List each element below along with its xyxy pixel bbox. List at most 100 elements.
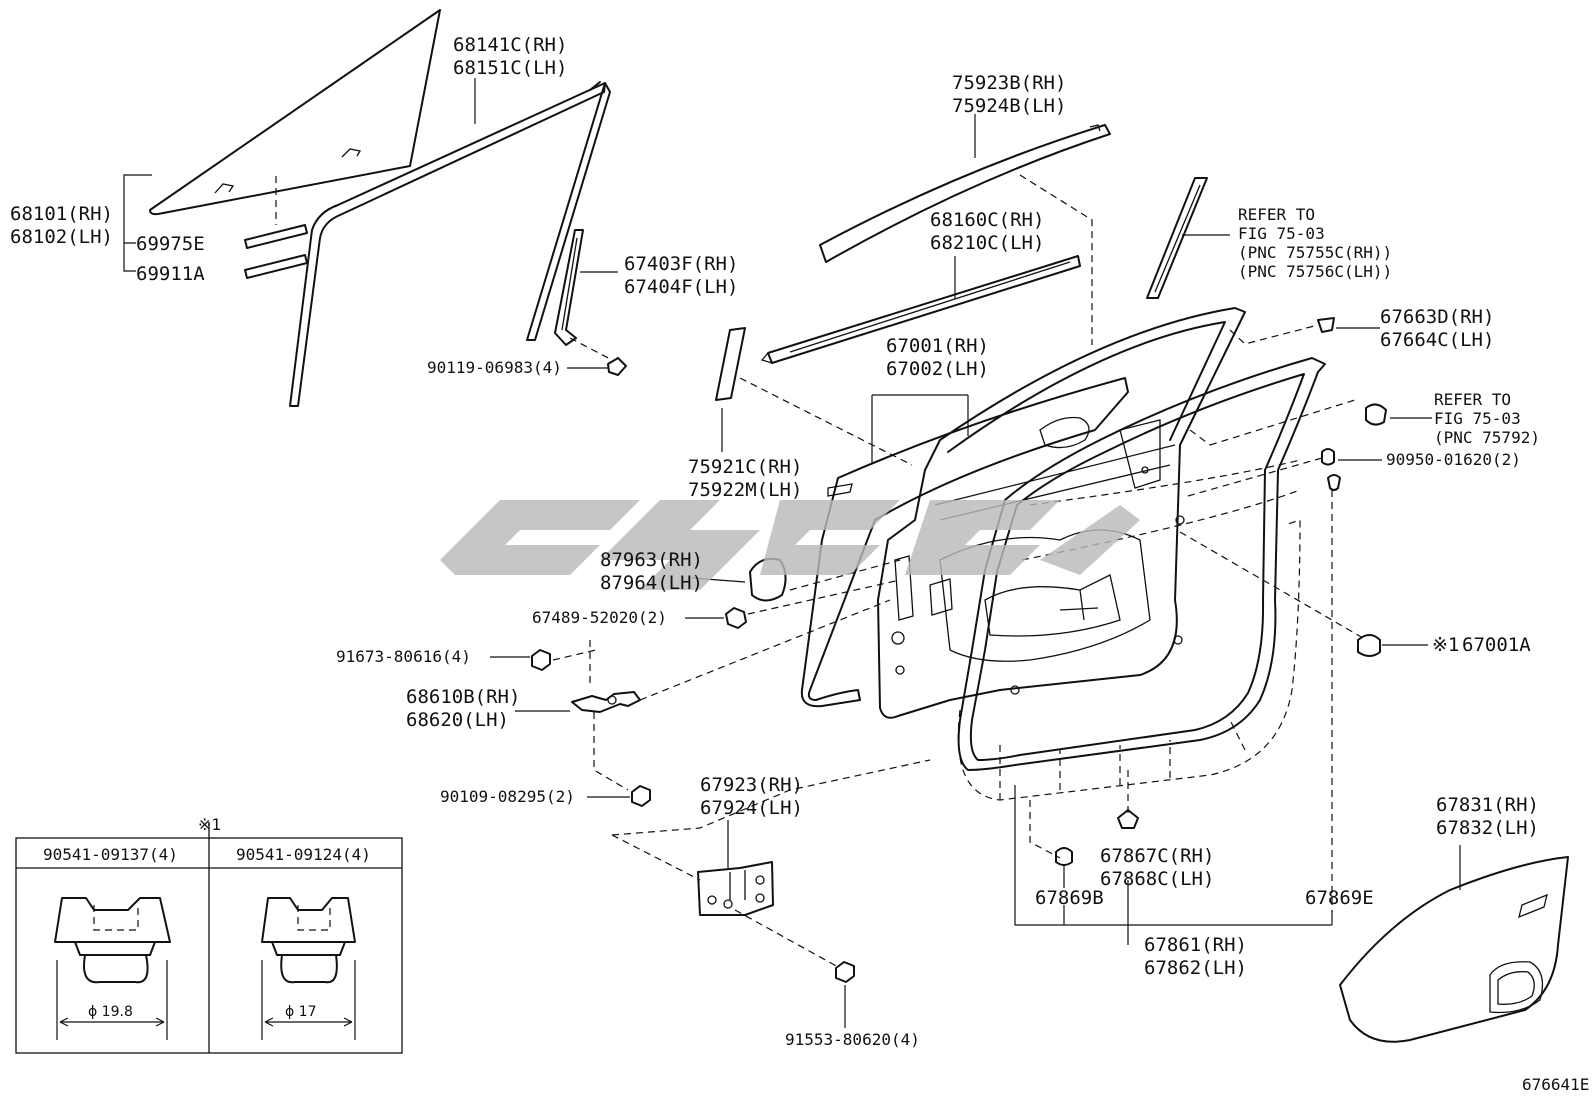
label-91673: 91673-80616(4): [336, 647, 471, 666]
dash-refer-b: [1189, 429, 1211, 446]
dash-hinge-left: [611, 834, 701, 881]
dash-91553: [734, 909, 841, 969]
weatherstrip: [957, 357, 1326, 771]
label-69975e: 69975E: [136, 233, 205, 255]
label-67831: 67831(RH): [1436, 794, 1539, 816]
belt-moulding: [760, 255, 1081, 364]
cushion-67001a-shape: [1357, 634, 1381, 657]
label-75924b: 75924B(LH): [952, 95, 1066, 117]
label-67923: 67923(RH): [700, 774, 803, 796]
label-91553: 91553-80620(4): [785, 1030, 920, 1049]
glass-channels: [244, 224, 308, 279]
label-note-mark-1: ※1: [1432, 634, 1459, 656]
dash-67663: [1229, 324, 1319, 345]
inset-clip-left: [54, 897, 171, 1040]
label-inset-mark: ※1: [198, 815, 221, 834]
label-67924: 67924(LH): [700, 797, 803, 819]
label-67664c: 67664C(LH): [1380, 329, 1494, 351]
dash-67001a: [1179, 531, 1364, 639]
label-67867c: 67867C(RH): [1100, 845, 1214, 867]
label-67002: 67002(LH): [886, 358, 989, 380]
label-67001: 67001(RH): [886, 335, 989, 357]
label-refer-b-3: (PNC 75792): [1434, 428, 1540, 447]
door-outer-panel: [800, 377, 1129, 708]
dash-90950: [1187, 457, 1323, 497]
bolt-90119-shape: [607, 357, 627, 376]
label-68610b: 68610B(RH): [406, 686, 520, 708]
bolt-91553-shape: [835, 961, 855, 983]
label-67489: 67489-52020(2): [532, 608, 667, 627]
inset-box: [15, 822, 403, 1054]
label-inset-left-title: 90541-09137(4): [43, 845, 178, 864]
label-68141c: 68141C(RH): [453, 34, 567, 56]
inset-clip-right: [261, 897, 356, 1040]
bolt-91673-shape: [531, 649, 551, 671]
label-67862: 67862(LH): [1144, 957, 1247, 979]
label-67861: 67861(RH): [1144, 934, 1247, 956]
label-refer-a-4: (PNC 75756C(LH)): [1238, 262, 1392, 281]
label-69911a: 69911A: [136, 263, 205, 285]
label-inset-right-dim: ϕ 17: [285, 1004, 317, 1020]
bracket-glass: [123, 174, 152, 272]
rear-run-channel: [554, 229, 584, 346]
label-87964: 87964(LH): [600, 572, 703, 594]
label-refer-b-2: FIG 75-03: [1434, 409, 1521, 428]
service-hole-cover: [1339, 856, 1569, 1043]
dash-91673: [552, 649, 597, 661]
label-87963: 87963(RH): [600, 549, 703, 571]
pillar-garnish: [1146, 177, 1208, 299]
plug-90950-shape: [1321, 448, 1335, 466]
label-68151c: 68151C(LH): [453, 57, 567, 79]
bolt-90109-shape: [631, 785, 651, 807]
label-inset-left-dim: ϕ 19.8: [88, 1004, 133, 1020]
label-refer-a-3: (PNC 75755C(RH)): [1238, 243, 1392, 262]
weatherstrip-dash-ticks: [999, 719, 1246, 800]
clip-67867-shape: [1117, 809, 1139, 829]
clip-67869e-shape: [1327, 474, 1341, 491]
label-67869b: 67869B: [1035, 887, 1104, 909]
label-refer-a-2: FIG 75-03: [1238, 224, 1325, 243]
upper-moulding: [819, 124, 1111, 263]
dash-hinge-top: [611, 759, 931, 836]
clip-refer-b-shape: [1365, 403, 1387, 426]
weatherstrip-dash-loop: [957, 519, 1301, 801]
leader-door-panel: [871, 394, 969, 464]
hinge-shape: [697, 861, 774, 916]
label-68160c: 68160C(RH): [930, 209, 1044, 231]
label-90950: 90950-01620(2): [1386, 450, 1521, 469]
label-75923b: 75923B(RH): [952, 72, 1066, 94]
label-inset-right-title: 90541-09124(4): [236, 845, 371, 864]
door-inner-frame: [877, 307, 1246, 719]
clip-67869b-shape: [1055, 847, 1073, 866]
clip-67663-shape: [1317, 317, 1335, 333]
dash-front-garnish: [739, 377, 913, 466]
label-67868c: 67868C(LH): [1100, 868, 1214, 890]
label-refer-a-1: REFER TO: [1238, 205, 1315, 224]
dash-check-bottom: [593, 712, 629, 791]
label-refer-b-1: REFER TO: [1434, 390, 1511, 409]
plug-67489-shape: [725, 607, 747, 629]
check-assy-shape: [571, 691, 641, 713]
cover-87963-shape: [749, 557, 787, 602]
watermark-logo: [440, 500, 1140, 590]
figure-id: 676641E: [1522, 1075, 1589, 1094]
label-67663d: 67663D(RH): [1380, 306, 1494, 328]
label-67404f: 67404F(LH): [624, 276, 738, 298]
label-67403f: 67403F(RH): [624, 253, 738, 275]
label-67869e: 67869E: [1305, 887, 1374, 909]
label-68620: 68620(LH): [406, 709, 509, 731]
label-75921c: 75921C(RH): [688, 456, 802, 478]
label-75922m: 75922M(LH): [688, 479, 802, 501]
label-68101: 68101(RH): [10, 203, 113, 225]
label-67001a: 67001A: [1462, 634, 1531, 656]
label-67832: 67832(LH): [1436, 817, 1539, 839]
dash-67869b: [1029, 800, 1061, 859]
front-garnish: [715, 327, 746, 401]
dash-check-assy: [639, 599, 891, 701]
dash-refer-b-2: [1209, 399, 1356, 446]
dash-upper-moulding: [1019, 174, 1093, 345]
run-channel: [289, 81, 611, 407]
label-90119: 90119-06983(4): [427, 358, 562, 377]
